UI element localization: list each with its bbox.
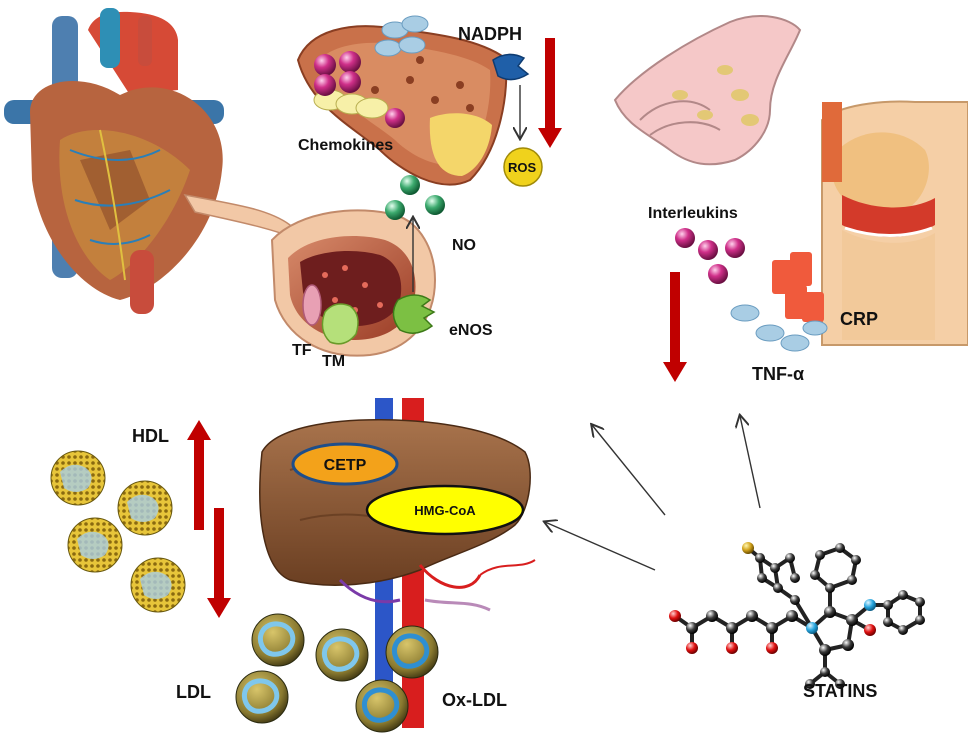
interleukin-molecules	[675, 228, 745, 284]
hdl-particles	[50, 450, 186, 613]
statin-effect-arrows	[545, 416, 761, 571]
statins-label: STATINS	[803, 681, 877, 701]
crp-molecules	[772, 252, 824, 322]
liver-illustration	[259, 398, 536, 728]
crp-label: CRP	[840, 309, 878, 329]
ros-sphere	[503, 147, 543, 187]
enos-enzyme-shape	[392, 294, 436, 334]
thrombomodulin-shape	[321, 303, 359, 345]
chemokine-molecules	[314, 51, 405, 128]
artery-cross-section	[270, 209, 437, 357]
cetp-ellipse	[291, 442, 399, 486]
interleukins-label: Interleukins	[648, 205, 738, 222]
nadph-enzyme-shape	[492, 53, 530, 81]
nadph-red-arrow-down	[538, 38, 562, 148]
tm-label: TM	[322, 353, 345, 370]
heart-illustration	[4, 8, 224, 314]
tissue-factor-shape	[302, 284, 322, 326]
statin-atoms	[669, 542, 925, 689]
nadph-label: NADPH	[458, 24, 522, 44]
hdl-label: HDL	[132, 426, 169, 446]
oxldl-particles	[355, 625, 439, 733]
hdl-red-arrow-up	[187, 420, 211, 530]
hand-illustration	[613, 15, 802, 166]
ldl-particles	[235, 613, 369, 724]
ldl-red-arrow-down	[207, 508, 231, 618]
hmgcoa-label: HMG-CoA	[414, 503, 476, 518]
tnf-molecules	[730, 304, 828, 352]
hmgcoa-ellipse	[365, 484, 525, 536]
interleukins-red-arrow-down	[663, 272, 687, 382]
ros-label: ROS	[508, 160, 537, 175]
cetp-label: CETP	[324, 457, 367, 474]
chemokines-label: Chemokines	[298, 137, 393, 154]
tf-label: TF	[292, 342, 312, 359]
no-molecules	[385, 175, 445, 220]
no-label: NO	[452, 237, 476, 254]
knee-illustration	[821, 100, 968, 346]
oxldl-label: Ox-LDL	[442, 690, 507, 710]
ldl-label: LDL	[176, 682, 211, 702]
tnf-label: TNF-α	[752, 364, 804, 384]
enos-label: eNOS	[449, 322, 493, 339]
